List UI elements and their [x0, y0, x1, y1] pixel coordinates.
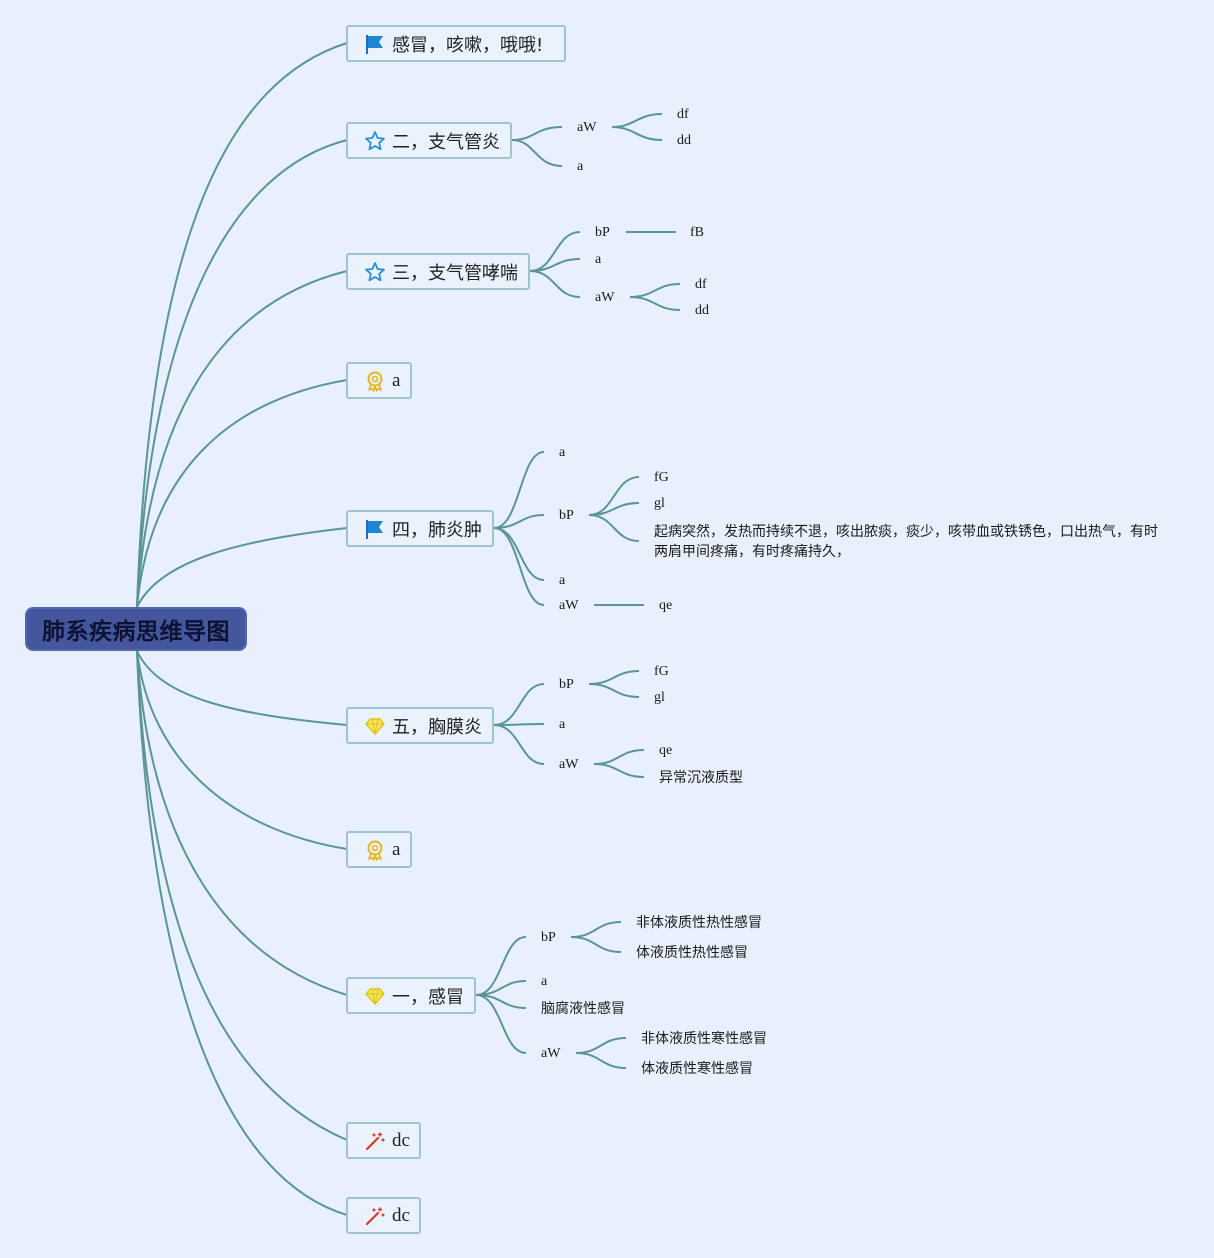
- leaf-gl[interactable]: gl: [654, 690, 665, 705]
- leaf-fG[interactable]: fG: [654, 470, 669, 485]
- leaf-a[interactable]: a: [559, 445, 566, 460]
- topic-label: 一，感冒: [392, 986, 464, 1008]
- leaf-df[interactable]: df: [677, 107, 689, 122]
- topic-pleurisy[interactable]: 五，胸膜炎: [346, 707, 494, 744]
- link-root-t10: [136, 650, 348, 1216]
- leaf-aW[interactable]: aW: [595, 290, 615, 305]
- topic-label: 感冒，咳嗽，哦哦!: [392, 34, 544, 56]
- topic-asthma[interactable]: 三，支气管哮喘: [346, 253, 530, 290]
- topic-dc-1[interactable]: dc: [346, 1122, 421, 1159]
- leaf-cold-type-3[interactable]: 脑腐液性感冒: [541, 1001, 625, 1017]
- leaf-dd[interactable]: dd: [677, 133, 691, 148]
- leaf-cold-type-5[interactable]: 体液质性寒性感冒: [641, 1061, 753, 1077]
- leaf-a[interactable]: a: [559, 717, 566, 732]
- leaf-fB[interactable]: fB: [690, 225, 704, 240]
- leaf-bP[interactable]: bP: [541, 930, 556, 945]
- topic-label: dc: [392, 1129, 410, 1151]
- leaf-cold-type-1[interactable]: 非体液质性热性感冒: [636, 915, 762, 931]
- leaf-bP[interactable]: bP: [559, 508, 574, 523]
- magic-wand-icon: [364, 1205, 386, 1227]
- leaf-qe[interactable]: qe: [659, 743, 673, 758]
- link-root-t2: [136, 139, 348, 608]
- link-root-t5: [136, 527, 348, 608]
- leaf-cold-type-2[interactable]: 体液质性热性感冒: [636, 945, 748, 961]
- topic-label: a: [392, 838, 401, 860]
- leaf-df[interactable]: df: [695, 277, 707, 292]
- topic-common-cold[interactable]: 一，感冒: [346, 977, 476, 1014]
- topic-dc-2[interactable]: dc: [346, 1197, 421, 1234]
- award-icon: [364, 839, 386, 861]
- leaf-aW[interactable]: aW: [559, 757, 579, 772]
- leaf-note[interactable]: 起病突然，发热而持续不退，咳出脓痰，痰少，咳带血或铁锈色，口出热气，有时两肩甲间…: [654, 524, 1158, 560]
- leaf-fG[interactable]: fG: [654, 664, 669, 679]
- link-root-t7: [136, 650, 348, 850]
- link-root-t9: [136, 650, 348, 1141]
- leaf-abnormal-type[interactable]: 异常沉液质型: [659, 770, 743, 786]
- topic-label: a: [392, 369, 401, 391]
- leaf-bP[interactable]: bP: [559, 677, 574, 692]
- leaf-aW[interactable]: aW: [559, 598, 579, 613]
- leaf-a[interactable]: a: [541, 974, 548, 989]
- topic-cold-cough[interactable]: 感冒，咳嗽，哦哦!: [346, 25, 566, 62]
- topic-label: 三，支气管哮喘: [392, 262, 518, 284]
- magic-wand-icon: [364, 1130, 386, 1152]
- link-root-t3: [136, 270, 348, 608]
- topic-label: 五，胸膜炎: [392, 716, 482, 738]
- topic-a-1[interactable]: a: [346, 362, 412, 399]
- star-icon: [364, 261, 386, 283]
- flag-icon: [364, 33, 386, 55]
- leaf-dd[interactable]: dd: [695, 303, 709, 318]
- topic-label: 二，支气管炎: [392, 131, 500, 153]
- leaf-aW[interactable]: aW: [577, 120, 597, 135]
- leaf-bP[interactable]: bP: [595, 225, 610, 240]
- leaf-aW[interactable]: aW: [541, 1046, 561, 1061]
- leaf-a[interactable]: a: [559, 573, 566, 588]
- link-root-t6: [136, 650, 348, 726]
- link-root-t1: [136, 42, 348, 608]
- award-icon: [364, 370, 386, 392]
- topic-bronchitis[interactable]: 二，支气管炎: [346, 122, 512, 159]
- topic-label: dc: [392, 1204, 410, 1226]
- leaf-cold-type-4[interactable]: 非体液质性寒性感冒: [641, 1031, 767, 1047]
- leaf-a[interactable]: a: [577, 159, 584, 174]
- leaf-gl[interactable]: gl: [654, 496, 665, 511]
- leaf-a[interactable]: a: [595, 252, 602, 267]
- link-root-t8: [136, 650, 348, 996]
- topic-pneumonia[interactable]: 四，肺炎肿: [346, 510, 494, 547]
- diamond-icon: [364, 985, 386, 1007]
- star-icon: [364, 130, 386, 152]
- flag-icon: [364, 518, 386, 540]
- leaf-qe[interactable]: qe: [659, 598, 673, 613]
- topic-a-2[interactable]: a: [346, 831, 412, 868]
- root-topic[interactable]: 肺系疾病思维导图: [25, 607, 247, 651]
- diamond-icon: [364, 715, 386, 737]
- link-root-t4: [136, 379, 348, 608]
- topic-label: 四，肺炎肿: [392, 519, 482, 541]
